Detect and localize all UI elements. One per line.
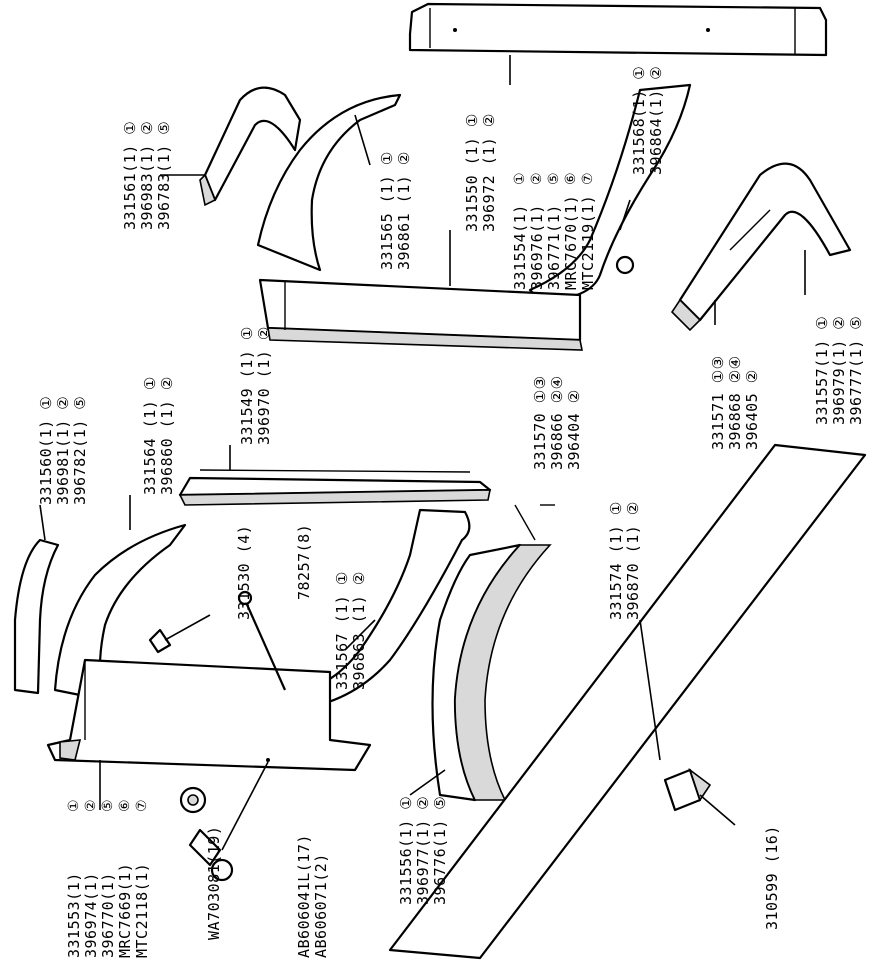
label-331553-numbers: 331553(1)396974(1)396770(1)MRC7669(1)MTC…: [65, 862, 151, 958]
part-331565-panel: [256, 93, 402, 272]
part-331561-arch: [199, 86, 302, 207]
leader-331565: [354, 114, 371, 166]
label-WA703081: WA703081(19): [205, 825, 223, 940]
leader-331574: [639, 619, 661, 761]
label-331530: 331530 (4): [235, 524, 253, 620]
part-331557-arch: [670, 162, 852, 332]
part-331554-channel: [408, 2, 828, 57]
part-331564-panel: [53, 523, 187, 702]
leader-331567: [344, 619, 376, 651]
part-331530-clip: [148, 628, 172, 654]
part-331549-channel: [178, 469, 492, 506]
leader-331530: [164, 614, 211, 641]
label-331554-numbers: 331554(1)396976(1)396771(1)MRC7670(1)MTC…: [511, 194, 597, 290]
label-AB606: AB606041L(17)AB606071(2): [295, 834, 330, 958]
label-310599: 310599 (16): [763, 825, 781, 930]
leader-331560: [39, 504, 46, 541]
leader-331568: [619, 199, 631, 231]
part-78257-rivet: [237, 590, 287, 691]
leader-310599: [699, 794, 736, 826]
part-331567-panel: [283, 508, 471, 712]
part-331560-strip: [13, 538, 60, 695]
part-331553-frame: [46, 658, 372, 772]
part-WA703081-washer: [179, 786, 207, 814]
part-331570-channel: [258, 278, 583, 351]
part-310599-clip: [663, 767, 712, 812]
part-AB606-screw: [188, 828, 234, 882]
part-331574-plate: [388, 443, 867, 960]
leader-331556: [409, 769, 446, 796]
leader-AB606: [221, 761, 269, 851]
label-331565: 331565 (1) ① 396861 (1) ②: [378, 141, 413, 270]
